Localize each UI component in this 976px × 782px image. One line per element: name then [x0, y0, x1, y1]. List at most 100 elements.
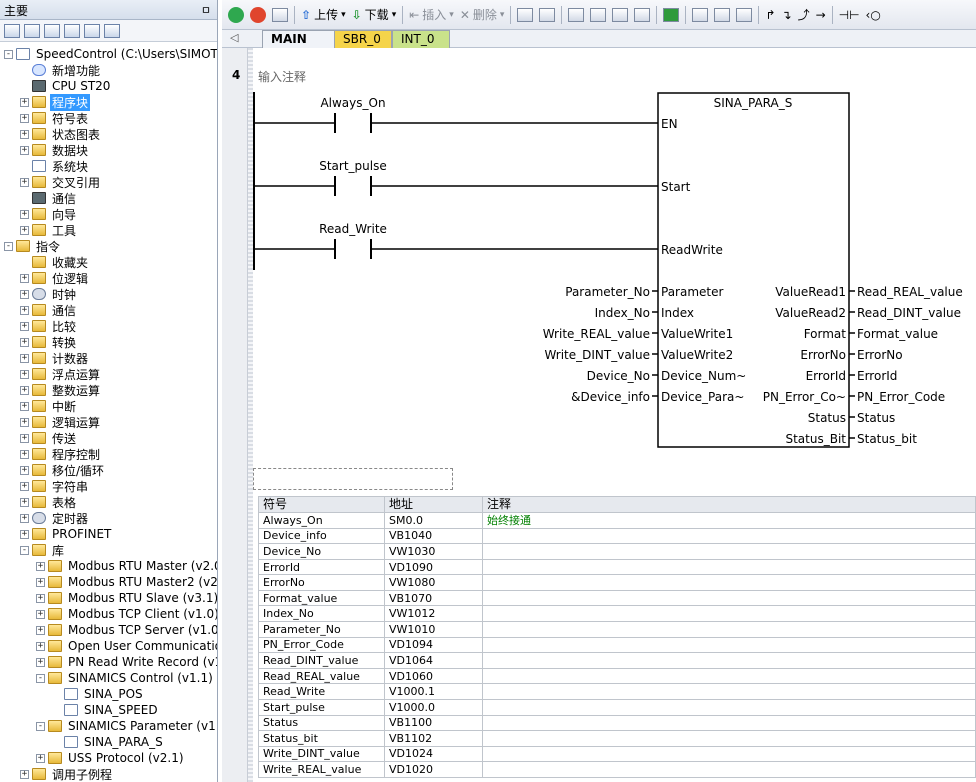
- properties-icon[interactable]: [84, 23, 100, 38]
- cell-comment[interactable]: [482, 574, 976, 591]
- tree-item[interactable]: +表格: [20, 494, 78, 510]
- cell-address[interactable]: VD1024: [384, 745, 483, 763]
- cell-symbol[interactable]: Format_value: [258, 589, 385, 607]
- contact-icon[interactable]: ⊣⊢: [838, 7, 860, 22]
- expand-icon[interactable]: +: [20, 352, 29, 363]
- chevron-down-icon[interactable]: ▾: [341, 9, 346, 20]
- key-icon[interactable]: [736, 7, 753, 22]
- tree-item[interactable]: +位逻辑: [20, 270, 90, 286]
- cell-comment[interactable]: [482, 714, 976, 732]
- cell-symbol[interactable]: Device_No: [258, 543, 385, 560]
- cell-symbol[interactable]: Read_DINT_value: [258, 652, 385, 669]
- expand-icon[interactable]: +: [20, 528, 29, 539]
- tree-item[interactable]: +工具: [20, 222, 78, 238]
- cell-comment[interactable]: [482, 761, 976, 778]
- expand-icon[interactable]: +: [20, 400, 29, 411]
- tree-item[interactable]: CPU ST20: [20, 78, 112, 94]
- expand-icon[interactable]: +: [36, 576, 45, 587]
- expand-icon[interactable]: +: [20, 368, 29, 379]
- branch-up-icon[interactable]: ⤴: [797, 8, 810, 22]
- expand-icon[interactable]: +: [20, 768, 29, 779]
- output-operand[interactable]: Read_REAL_value: [857, 285, 963, 299]
- grid-icon[interactable]: [539, 7, 556, 22]
- input-operand[interactable]: Device_No: [587, 369, 650, 383]
- document-icon[interactable]: [44, 23, 60, 38]
- cell-symbol[interactable]: Write_DINT_value: [258, 745, 385, 763]
- tree-item[interactable]: -SINAMICS Parameter (v1.0): [36, 718, 217, 734]
- collapse-icon[interactable]: -: [4, 48, 13, 59]
- tree-item[interactable]: SINA_SPEED: [52, 702, 160, 718]
- tree-item[interactable]: +Open User Communication (v: [36, 638, 217, 654]
- tree-item[interactable]: +程序块: [20, 93, 91, 111]
- coil-icon[interactable]: ‹○: [865, 7, 881, 22]
- cell-comment[interactable]: [482, 667, 976, 685]
- line-right-icon[interactable]: →: [815, 7, 826, 22]
- cell-comment[interactable]: [482, 605, 976, 623]
- view-icon[interactable]: [4, 23, 20, 38]
- tree-item[interactable]: -库: [20, 542, 66, 558]
- tree-item[interactable]: +比较: [20, 318, 78, 334]
- tree-item[interactable]: +逻辑运算: [20, 414, 102, 430]
- expand-icon[interactable]: +: [20, 448, 29, 459]
- input-operand[interactable]: Index_No: [595, 306, 650, 320]
- expand-icon[interactable]: +: [20, 432, 29, 443]
- tree-item[interactable]: +移位/循环: [20, 462, 106, 478]
- upload-button[interactable]: ⇧上传▾: [301, 6, 346, 23]
- back-icon[interactable]: [590, 7, 607, 22]
- timer-icon[interactable]: [634, 7, 651, 22]
- tree-item[interactable]: +通信: [20, 302, 78, 318]
- output-operand[interactable]: Read_DINT_value: [857, 306, 961, 320]
- cell-address[interactable]: VB1040: [384, 527, 483, 545]
- cell-address[interactable]: VD1094: [384, 636, 483, 654]
- tree-item[interactable]: +调用子例程: [20, 766, 114, 782]
- list-icon[interactable]: [64, 23, 80, 38]
- cell-symbol[interactable]: PN_Error_Code: [258, 636, 385, 654]
- tree-item[interactable]: +计数器: [20, 350, 90, 366]
- tree-item[interactable]: +程序控制: [20, 446, 102, 462]
- cell-address[interactable]: VB1102: [384, 730, 483, 747]
- branch-icon[interactable]: ↱: [765, 7, 776, 22]
- collapse-icon[interactable]: -: [20, 544, 29, 555]
- tree-item[interactable]: +数据块: [20, 142, 90, 158]
- cell-address[interactable]: V1000.0: [384, 698, 483, 716]
- cell-symbol[interactable]: Status_bit: [258, 730, 385, 747]
- monitor-icon[interactable]: [104, 23, 120, 38]
- cell-symbol[interactable]: Device_info: [258, 527, 385, 545]
- expand-icon[interactable]: +: [36, 608, 45, 619]
- cell-address[interactable]: VD1060: [384, 667, 483, 685]
- cell-address[interactable]: VW1080: [384, 574, 483, 591]
- stop-icon[interactable]: [250, 6, 266, 23]
- cell-comment[interactable]: [482, 652, 976, 669]
- tree-item[interactable]: +转换: [20, 334, 78, 350]
- tree-item[interactable]: 通信: [20, 190, 78, 206]
- tree-item[interactable]: SINA_PARA_S: [52, 734, 165, 750]
- table-icon[interactable]: [24, 23, 40, 38]
- tab-sbr[interactable]: SBR_0: [334, 30, 392, 48]
- pin-icon[interactable]: ㅁ: [200, 4, 211, 17]
- delete-button[interactable]: ✕删除▾: [460, 6, 505, 23]
- expand-icon[interactable]: +: [20, 96, 29, 107]
- cell-symbol[interactable]: Start_pulse: [258, 698, 385, 716]
- compile-icon[interactable]: [272, 7, 288, 22]
- expand-icon[interactable]: +: [20, 336, 29, 347]
- input-operand[interactable]: Write_REAL_value: [543, 327, 650, 341]
- cell-symbol[interactable]: Parameter_No: [258, 621, 385, 638]
- cell-symbol[interactable]: ErrorNo: [258, 574, 385, 591]
- expand-icon[interactable]: +: [20, 272, 29, 283]
- cell-symbol[interactable]: Index_No: [258, 605, 385, 623]
- cell-address[interactable]: VW1012: [384, 605, 483, 623]
- tab-int[interactable]: INT_0: [392, 30, 450, 48]
- tree-item[interactable]: +PN Read Write Record (v1.0: [36, 654, 217, 670]
